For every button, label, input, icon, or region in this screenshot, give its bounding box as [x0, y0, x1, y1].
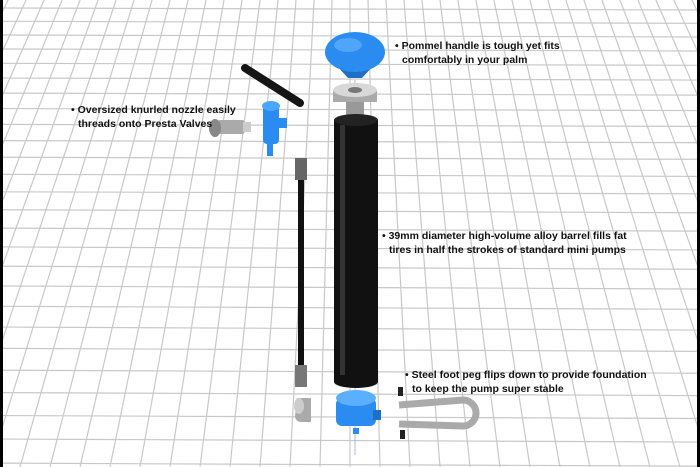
callout-text: comfortably in your palm — [402, 54, 528, 66]
grid-line — [421, 0, 471, 467]
callout-text: • 39mm diameter high-volume alloy barrel… — [382, 230, 627, 242]
callout-text: • Steel foot peg flips down to provide f… — [405, 369, 647, 381]
grid-line — [319, 0, 333, 467]
grid-line — [439, 0, 501, 467]
grid-line — [139, 0, 225, 467]
callout-text: • Oversized knurled nozzle easily — [71, 104, 236, 116]
grid-line — [385, 0, 411, 467]
grid-line — [3, 77, 697, 81]
grid-line — [655, 0, 697, 96]
grid-line — [475, 0, 561, 467]
pump-base — [336, 390, 381, 434]
grid-line — [3, 438, 697, 443]
callout-text: tires in half the strokes of standard mi… — [389, 244, 626, 256]
grid-line — [3, 20, 697, 24]
grid-line — [601, 0, 697, 266]
hose — [295, 158, 307, 387]
grid-line — [547, 0, 681, 467]
grid-line — [619, 0, 697, 202]
grid-line — [493, 0, 591, 467]
grid-line — [79, 0, 189, 467]
grid-line — [3, 462, 697, 467]
grid-line — [583, 0, 697, 341]
barrel — [334, 114, 378, 388]
callout-text: to keep the pump super stable — [412, 383, 564, 395]
grid-line — [529, 0, 651, 467]
grid-line — [169, 0, 243, 467]
grid-line — [259, 0, 297, 467]
grid-line — [229, 0, 279, 467]
exploded-diagram: • Pommel handle is tough yet fits comfor… — [3, 0, 697, 467]
grid-line — [457, 0, 531, 467]
grid-line — [199, 0, 261, 467]
callout-foot-peg: • Steel foot peg flips down to provide f… — [405, 368, 647, 396]
grid-line — [637, 0, 697, 146]
grid-line — [109, 0, 207, 467]
callout-text: • Pommel handle is tough yet fits — [395, 40, 560, 52]
pump-parts — [209, 32, 480, 455]
callout-nozzle: • Oversized knurled nozzle easily thread… — [71, 103, 236, 131]
grid-line — [511, 0, 621, 467]
grid-line — [403, 0, 441, 467]
valve-head — [262, 101, 287, 156]
callout-text: threads onto Presta Valves — [78, 118, 213, 130]
callout-pommel-handle: • Pommel handle is tough yet fits comfor… — [395, 39, 560, 67]
callout-barrel: • 39mm diameter high-volume alloy barrel… — [382, 229, 627, 257]
grid-line — [49, 0, 171, 467]
pommel-handle — [325, 32, 385, 78]
hose-strap — [241, 64, 304, 107]
grid-line — [565, 0, 697, 427]
knurled-nozzle — [209, 119, 251, 137]
foot-peg — [398, 387, 480, 439]
grid-line — [3, 7, 697, 11]
perspective-grid — [3, 0, 697, 467]
elbow-fitting — [294, 398, 311, 422]
